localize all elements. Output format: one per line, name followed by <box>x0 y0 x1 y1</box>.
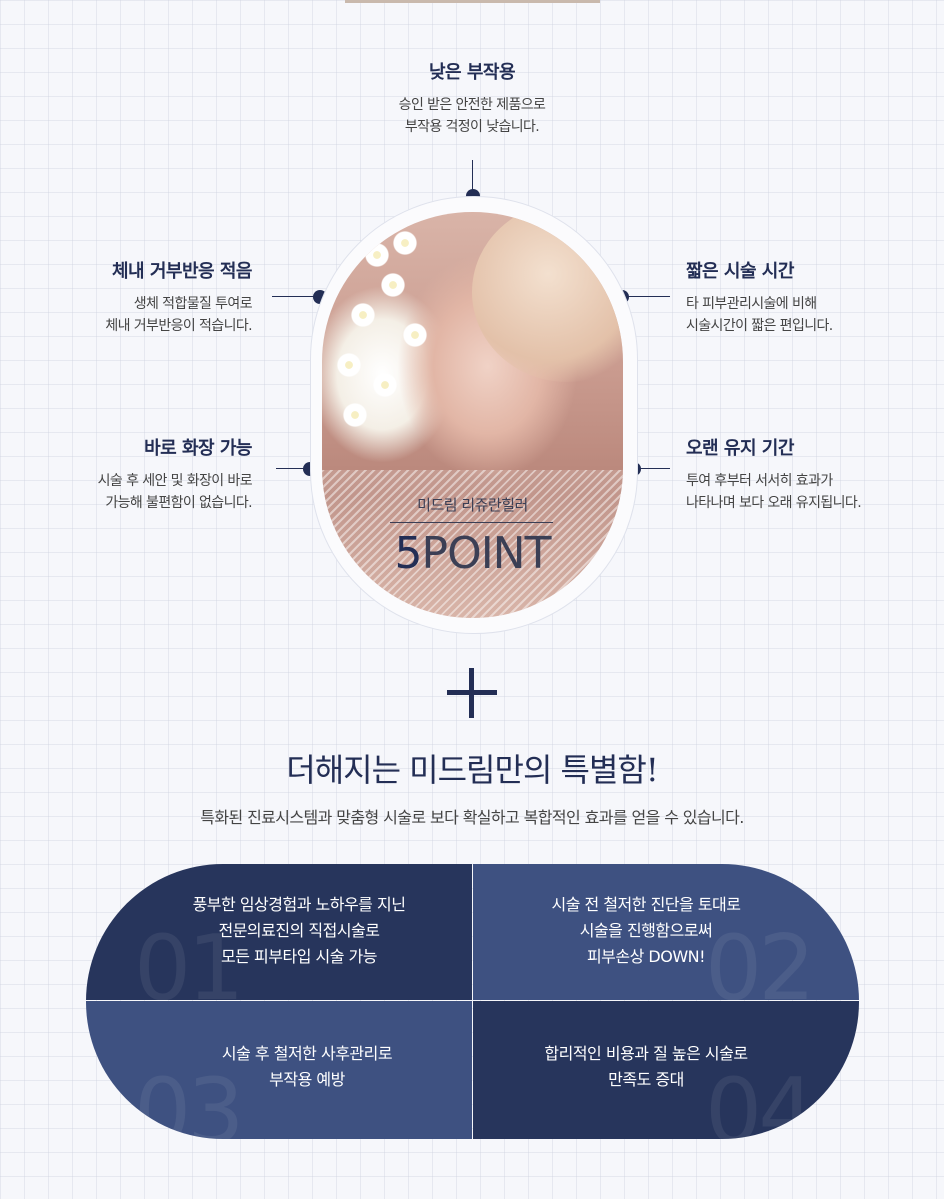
feature-text: 시술 전 철저한 진단을 토대로 시술을 진행함으로써 피부손상 DOWN! <box>473 892 839 970</box>
flower-icon <box>392 230 418 256</box>
connector-line <box>472 160 473 194</box>
hero-oval-image: 미드림 리쥬란힐러 5POINT <box>322 212 623 618</box>
oval-title: 5POINT <box>322 528 623 579</box>
connector-line <box>272 296 314 297</box>
feature-line: 시술 후 철저한 사후관리로 <box>221 1044 393 1063</box>
oval-title-number: 5 <box>394 528 423 579</box>
feature-number: 02 <box>705 916 816 1000</box>
connector-line <box>628 296 670 297</box>
point-desc-line: 가능해 불편함이 없습니다. <box>105 495 252 511</box>
section-subline: 특화된 진료시스템과 맞춤형 시술로 보다 확실하고 복합적인 효과를 얻을 수… <box>200 808 744 827</box>
point-title: 오랜 유지 기간 <box>686 438 794 459</box>
oval-title-word: POINT <box>421 528 552 579</box>
connector-line <box>276 468 308 469</box>
point-desc-line: 부작용 걱정이 낮습니다. <box>404 119 540 135</box>
point-desc-line: 투여 후부터 서서히 효과가 <box>686 473 833 489</box>
feature-cell-03: 03 시술 후 철저한 사후관리로 부작용 예방 <box>86 1001 472 1139</box>
stripe-overlay <box>322 470 623 618</box>
flower-icon <box>380 272 406 298</box>
point-desc-line: 나타나며 보다 오래 유지됩니다. <box>686 495 862 511</box>
feature-text: 풍부한 임상경험과 노하우를 지닌 전문의료진의 직접시술로 모든 피부타입 시… <box>106 892 472 970</box>
feature-cell-02: 02 시술 전 철저한 진단을 토대로 시술을 진행함으로써 피부손상 DOWN… <box>473 864 859 1000</box>
feature-grid: 01 풍부한 임상경험과 노하우를 지닌 전문의료진의 직접시술로 모든 피부타… <box>86 864 859 1139</box>
flower-icon <box>342 402 368 428</box>
point-desc-line: 타 피부관리시술에 비해 <box>686 296 817 312</box>
point-desc-line: 시술 후 세안 및 화장이 바로 <box>97 473 253 489</box>
feature-cell-01: 01 풍부한 임상경험과 노하우를 지닌 전문의료진의 직접시술로 모든 피부타… <box>86 864 472 1000</box>
feature-cell-04: 04 합리적인 비용과 질 높은 시술로 만족도 증대 <box>473 1001 859 1139</box>
feature-number: 03 <box>134 1059 245 1139</box>
point-title: 체내 거부반응 적음 <box>111 261 253 282</box>
plus-icon-vertical <box>469 668 474 718</box>
feature-line: 피부손상 DOWN! <box>586 947 706 966</box>
connector-line <box>640 468 670 469</box>
point-desc-line: 시술시간이 짧은 편입니다. <box>686 318 833 334</box>
feature-line: 모든 피부타입 시술 가능 <box>221 947 377 966</box>
point-desc-line: 승인 받은 안전한 제품으로 <box>398 97 546 113</box>
flower-icon <box>336 352 362 378</box>
feature-line: 시술 전 철저한 진단을 토대로 <box>551 895 741 914</box>
flower-icon <box>372 372 398 398</box>
oval-subtitle: 미드림 리쥬란힐러 <box>417 496 528 514</box>
feature-number: 01 <box>134 916 245 1000</box>
feature-line: 시술을 진행함으로써 <box>579 921 713 940</box>
feature-text: 시술 후 철저한 사후관리로 부작용 예방 <box>114 1041 472 1093</box>
point-title: 낮은 부작용 <box>428 62 516 83</box>
point-title: 짧은 시술 시간 <box>686 261 794 282</box>
oval-divider <box>390 522 553 523</box>
point-title: 바로 화장 가능 <box>144 438 252 459</box>
feature-line: 전문의료진의 직접시술로 <box>218 921 380 940</box>
feature-line: 풍부한 임상경험과 노하우를 지닌 <box>192 895 406 914</box>
feature-line: 합리적인 비용과 질 높은 시술로 <box>544 1044 748 1063</box>
section-headline: 더해지는 미드림만의 특별함! <box>286 751 658 789</box>
point-desc-line: 체내 거부반응이 적습니다. <box>105 318 252 334</box>
top-accent-bar <box>345 0 600 3</box>
flower-icon <box>402 322 428 348</box>
point-desc-line: 생체 적합물질 투여로 <box>133 296 253 312</box>
flower-icon <box>350 302 376 328</box>
hair-shape <box>472 212 623 382</box>
feature-line: 부작용 예방 <box>269 1070 345 1089</box>
feature-number: 04 <box>705 1059 816 1139</box>
flower-icon <box>364 242 390 268</box>
feature-line: 만족도 증대 <box>608 1070 684 1089</box>
feature-text: 합리적인 비용과 질 높은 시술로 만족도 증대 <box>473 1041 839 1093</box>
